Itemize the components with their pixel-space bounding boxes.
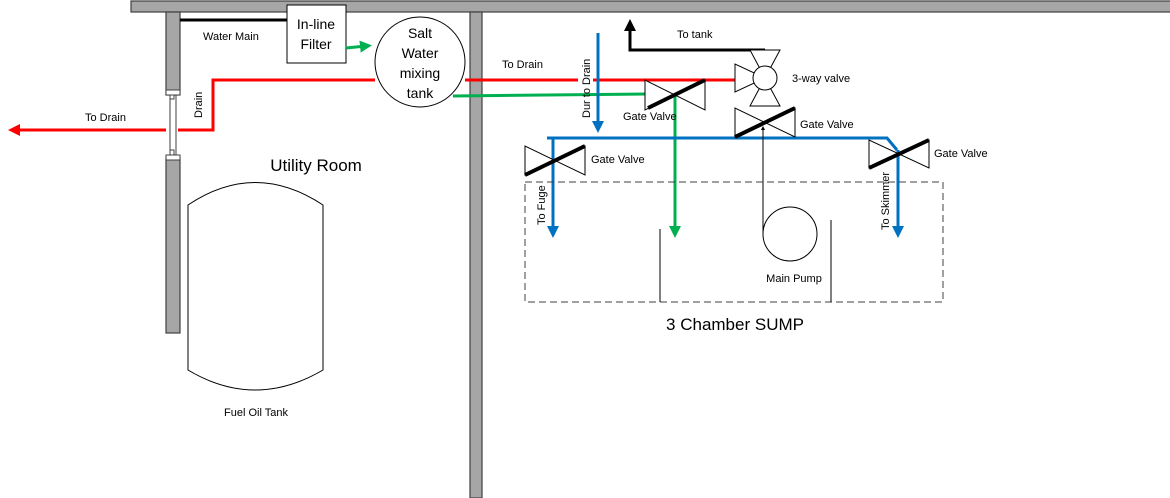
to-drain-left-label: To Drain bbox=[85, 112, 126, 124]
fuel-tank-label: Fuel Oil Tank bbox=[224, 407, 288, 419]
walls bbox=[130, 0, 1170, 498]
salt-water-mixing-tank bbox=[374, 16, 466, 108]
main-pump-label: Main Pump bbox=[766, 273, 822, 285]
three-way-valve-label: 3-way valve bbox=[792, 73, 850, 85]
salt-water-pipe bbox=[452, 92, 646, 98]
middle-wall bbox=[469, 11, 483, 498]
to-tank-label: To tank bbox=[677, 29, 713, 41]
gate-valve-pump-label: Gate Valve bbox=[800, 119, 854, 131]
three-way-valve bbox=[734, 49, 781, 107]
to-drain-right-label: To Drain bbox=[502, 59, 543, 71]
sump-outline bbox=[524, 181, 944, 303]
gate-valve-green-label: Gate Valve bbox=[623, 111, 677, 123]
tank-label-2: Water bbox=[402, 45, 439, 61]
drain-vertical-label: Drain bbox=[193, 92, 205, 118]
left-wall-upper bbox=[165, 11, 181, 96]
top-wall bbox=[130, 0, 1170, 13]
dur-to-drain-label: Dur to Drain bbox=[581, 59, 593, 118]
gate-valve-green bbox=[644, 78, 706, 111]
manifold-pipe bbox=[547, 136, 899, 151]
gate-valve-skimmer bbox=[868, 138, 930, 170]
sump-label: 3 Chamber SUMP bbox=[666, 315, 804, 334]
tank-label-3: mixing bbox=[400, 65, 440, 81]
drain-pipe-left bbox=[178, 78, 375, 132]
water-main-label: Water Main bbox=[203, 31, 259, 43]
tank-label-1: Salt bbox=[408, 25, 432, 41]
to-skimmer-label: To Skimmer bbox=[880, 172, 892, 230]
tank-label-4: tank bbox=[407, 85, 434, 101]
gate-valve-fuge bbox=[524, 144, 586, 177]
inline-filter bbox=[286, 4, 347, 64]
gate-valve-skimmer-label: Gate Valve bbox=[934, 148, 988, 160]
main-pump bbox=[762, 206, 818, 262]
to-fuge-label: To Fuge bbox=[536, 185, 548, 225]
wall-window bbox=[165, 89, 181, 161]
fuel-oil-tank bbox=[187, 182, 324, 391]
gate-valve-pump bbox=[734, 106, 796, 139]
utility-room-label: Utility Room bbox=[270, 156, 362, 175]
filter-label-1: In-line bbox=[297, 16, 335, 32]
left-wall-lower bbox=[165, 157, 181, 334]
filter-to-tank-arrow bbox=[345, 40, 372, 53]
to-tank-pipe bbox=[624, 19, 765, 52]
filter-label-2: Filter bbox=[300, 36, 331, 52]
gate-valve-fuge-label: Gate Valve bbox=[591, 154, 645, 166]
